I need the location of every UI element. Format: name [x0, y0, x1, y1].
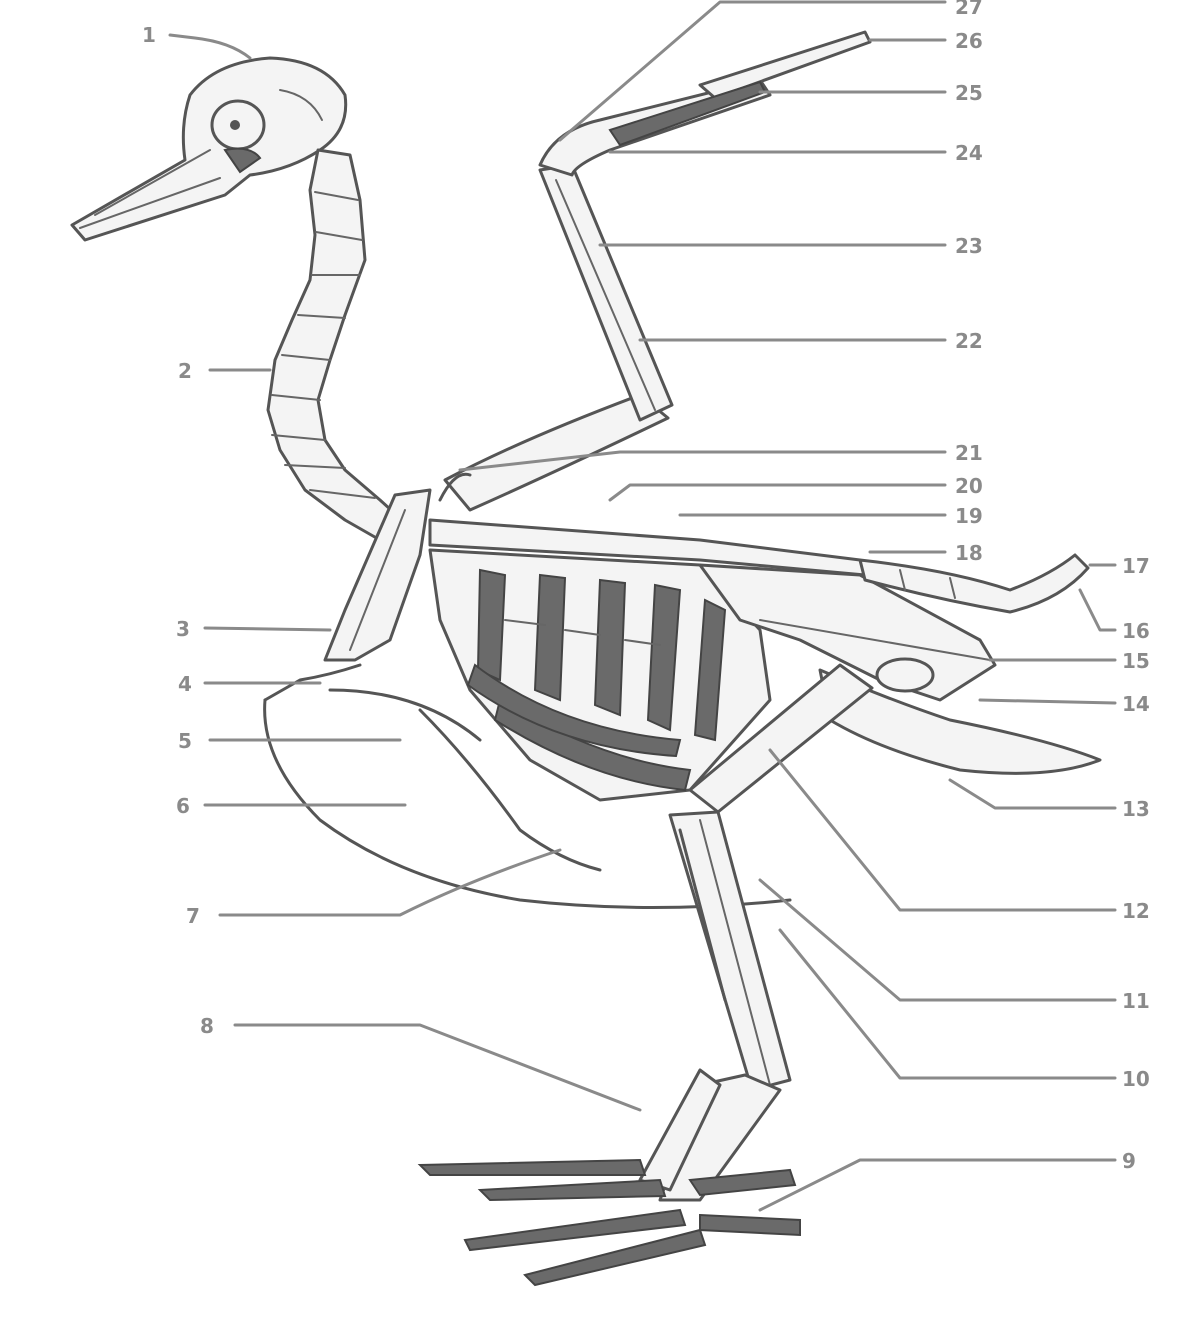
furcula-label: 4	[178, 672, 192, 696]
digit-label: 25	[955, 81, 983, 105]
sternal-rib-label: 7	[186, 904, 200, 928]
femur-label: 12	[1122, 899, 1150, 923]
skull	[72, 58, 346, 240]
pubis-label: 13	[1122, 797, 1150, 821]
tarsometatarsus-label: 8	[200, 1014, 214, 1038]
humerus-label: 22	[955, 329, 983, 353]
tibiotarsus-label: 10	[1122, 1067, 1150, 1091]
radius-ulna-label: 23	[955, 234, 983, 258]
ischium-label: 14	[1122, 692, 1150, 716]
uncinate-process-label: 19	[955, 504, 983, 528]
keel-label: 6	[176, 794, 190, 818]
ribs-label: 20	[955, 474, 983, 498]
coracoid-label: 3	[176, 617, 190, 641]
wing	[445, 32, 870, 510]
feet	[420, 1160, 800, 1285]
toes-label: 9	[1122, 1149, 1136, 1173]
phalanx-label: 26	[955, 29, 983, 53]
cervical-vertebrae-label: 2	[178, 359, 192, 383]
fibula-label: 11	[1122, 989, 1150, 1013]
alula-label: 27	[955, 0, 983, 19]
ilium-label: 15	[1122, 649, 1150, 673]
caudal-vertebrae-label: 18	[955, 541, 983, 565]
skull-label: 1	[142, 23, 156, 47]
scapula-label: 21	[955, 441, 983, 465]
synsacrum-label: 16	[1122, 619, 1150, 643]
cervical-vertebrae	[268, 150, 402, 540]
carpometacarpus-label: 24	[955, 141, 983, 165]
pygostyle-label: 17	[1122, 554, 1150, 578]
sternum-label: 5	[178, 729, 192, 753]
